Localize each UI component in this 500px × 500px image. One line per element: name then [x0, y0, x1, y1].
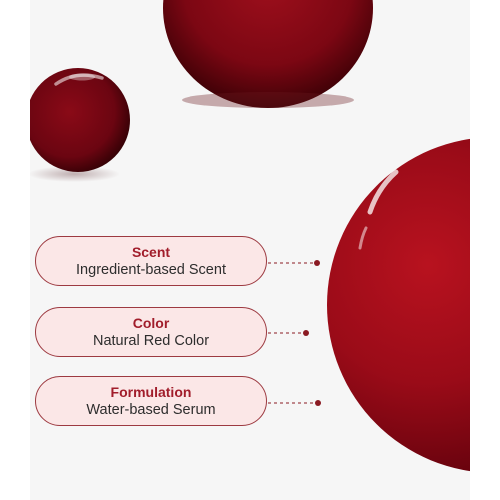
product-image-panel: Scent Ingredient-based Scent Color Natur…	[30, 0, 470, 500]
serum-drop-top	[163, 0, 373, 108]
feature-pill-color: Color Natural Red Color	[35, 307, 267, 357]
connector-scent	[268, 260, 320, 266]
connector-formulation	[268, 400, 321, 406]
serum-drops-illustration	[30, 0, 470, 472]
feature-pill-formulation: Formulation Water-based Serum	[35, 376, 267, 426]
feature-title: Formulation	[110, 383, 192, 400]
feature-description: Ingredient-based Scent	[76, 261, 226, 278]
feature-pill-scent: Scent Ingredient-based Scent	[35, 236, 267, 286]
serum-drop-small	[30, 68, 130, 182]
feature-title: Scent	[131, 243, 171, 260]
feature-title: Color	[132, 314, 170, 331]
feature-description: Water-based Serum	[86, 401, 216, 418]
serum-drop-large	[327, 138, 470, 472]
feature-description: Natural Red Color	[92, 332, 210, 349]
connector-color	[268, 330, 309, 336]
